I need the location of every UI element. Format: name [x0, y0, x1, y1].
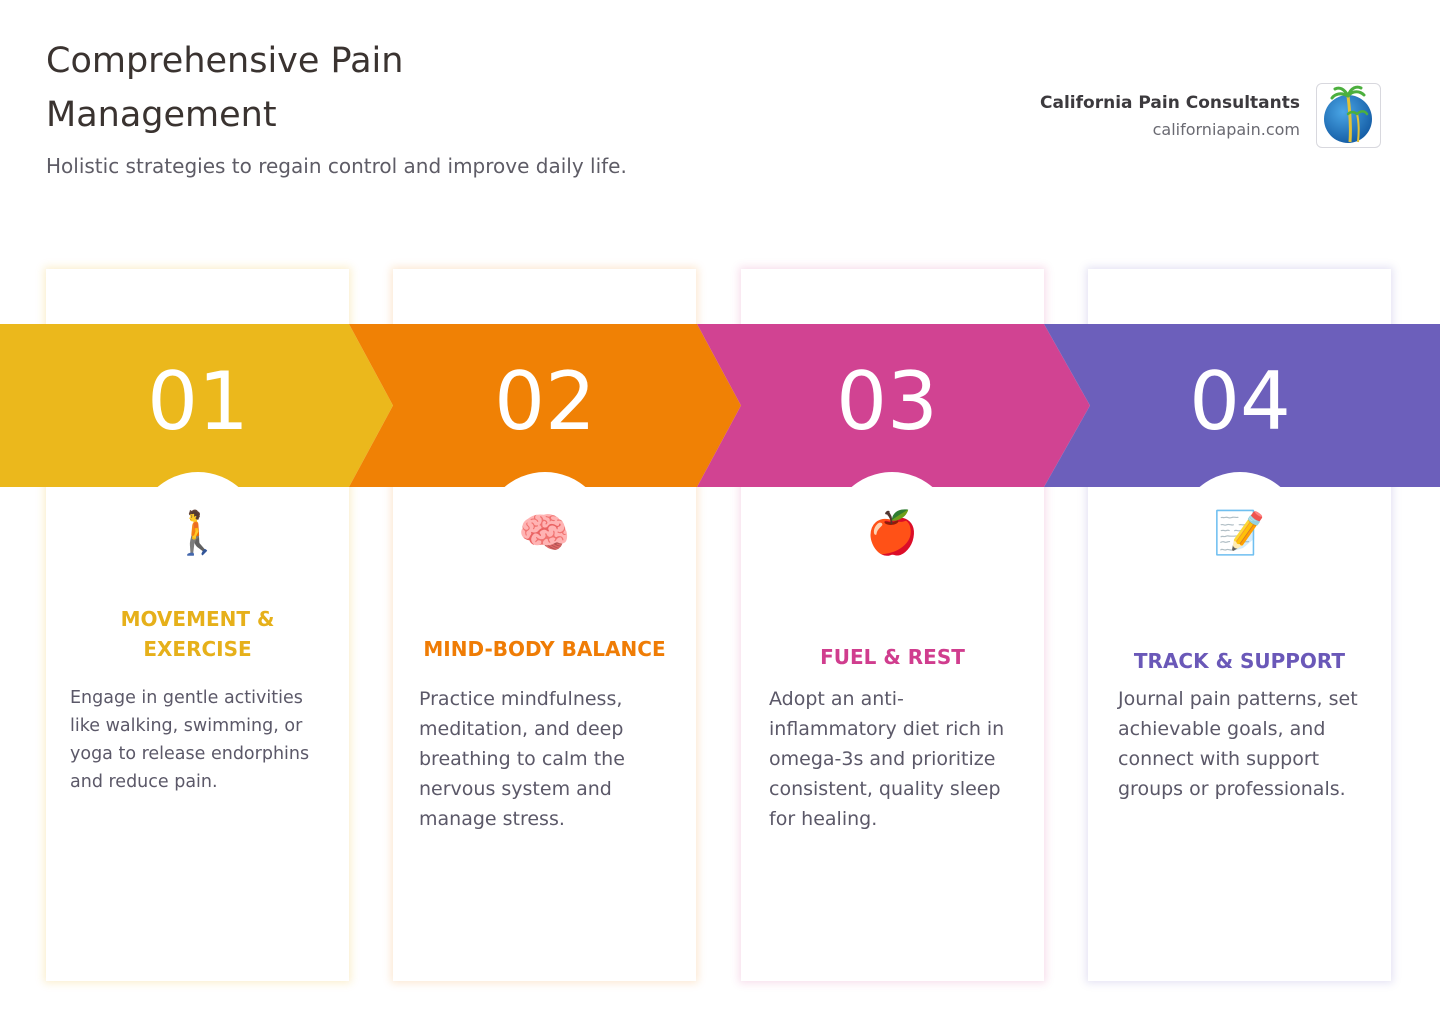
brand-url[interactable]: californiapain.com — [1152, 120, 1300, 139]
step-title: FUEL & REST — [820, 645, 965, 669]
page-subtitle: Holistic strategies to regain control an… — [46, 154, 627, 178]
step-arrow-band — [0, 324, 1440, 487]
step-arrow-04 — [1044, 324, 1440, 487]
step-description: Practice mindfulness, meditation, and de… — [419, 688, 625, 830]
walking-person-icon: 🚶 — [171, 509, 224, 556]
brand-block: California Pain Consultants californiapa… — [1040, 88, 1300, 142]
step-arrow-01 — [0, 324, 393, 487]
step-arrow-03 — [697, 324, 1090, 487]
step-description: Adopt an anti-inflammatory diet rich in … — [769, 688, 1005, 830]
step-title: MIND-BODY BALANCE — [423, 637, 666, 661]
step-description: Engage in gentle activities like walking… — [70, 688, 310, 792]
step-number: 01 — [147, 355, 249, 448]
page-title: Comprehensive Pain Management — [46, 41, 404, 135]
step-number: 02 — [494, 355, 596, 448]
step-title: MOVEMENT & EXERCISE — [120, 607, 275, 661]
brand-name: California Pain Consultants — [1040, 93, 1300, 113]
brain-icon: 🧠 — [518, 509, 571, 556]
step-title: TRACK & SUPPORT — [1133, 649, 1346, 673]
step-number: 04 — [1189, 355, 1291, 448]
palm-tree-globe-icon — [1316, 83, 1381, 148]
memo-icon: 📝 — [1213, 509, 1266, 556]
step-arrow-02 — [349, 324, 741, 487]
step-description: Journal pain patterns, set achievable go… — [1118, 688, 1358, 800]
step-number: 03 — [836, 355, 938, 448]
apple-icon: 🍎 — [866, 509, 919, 556]
